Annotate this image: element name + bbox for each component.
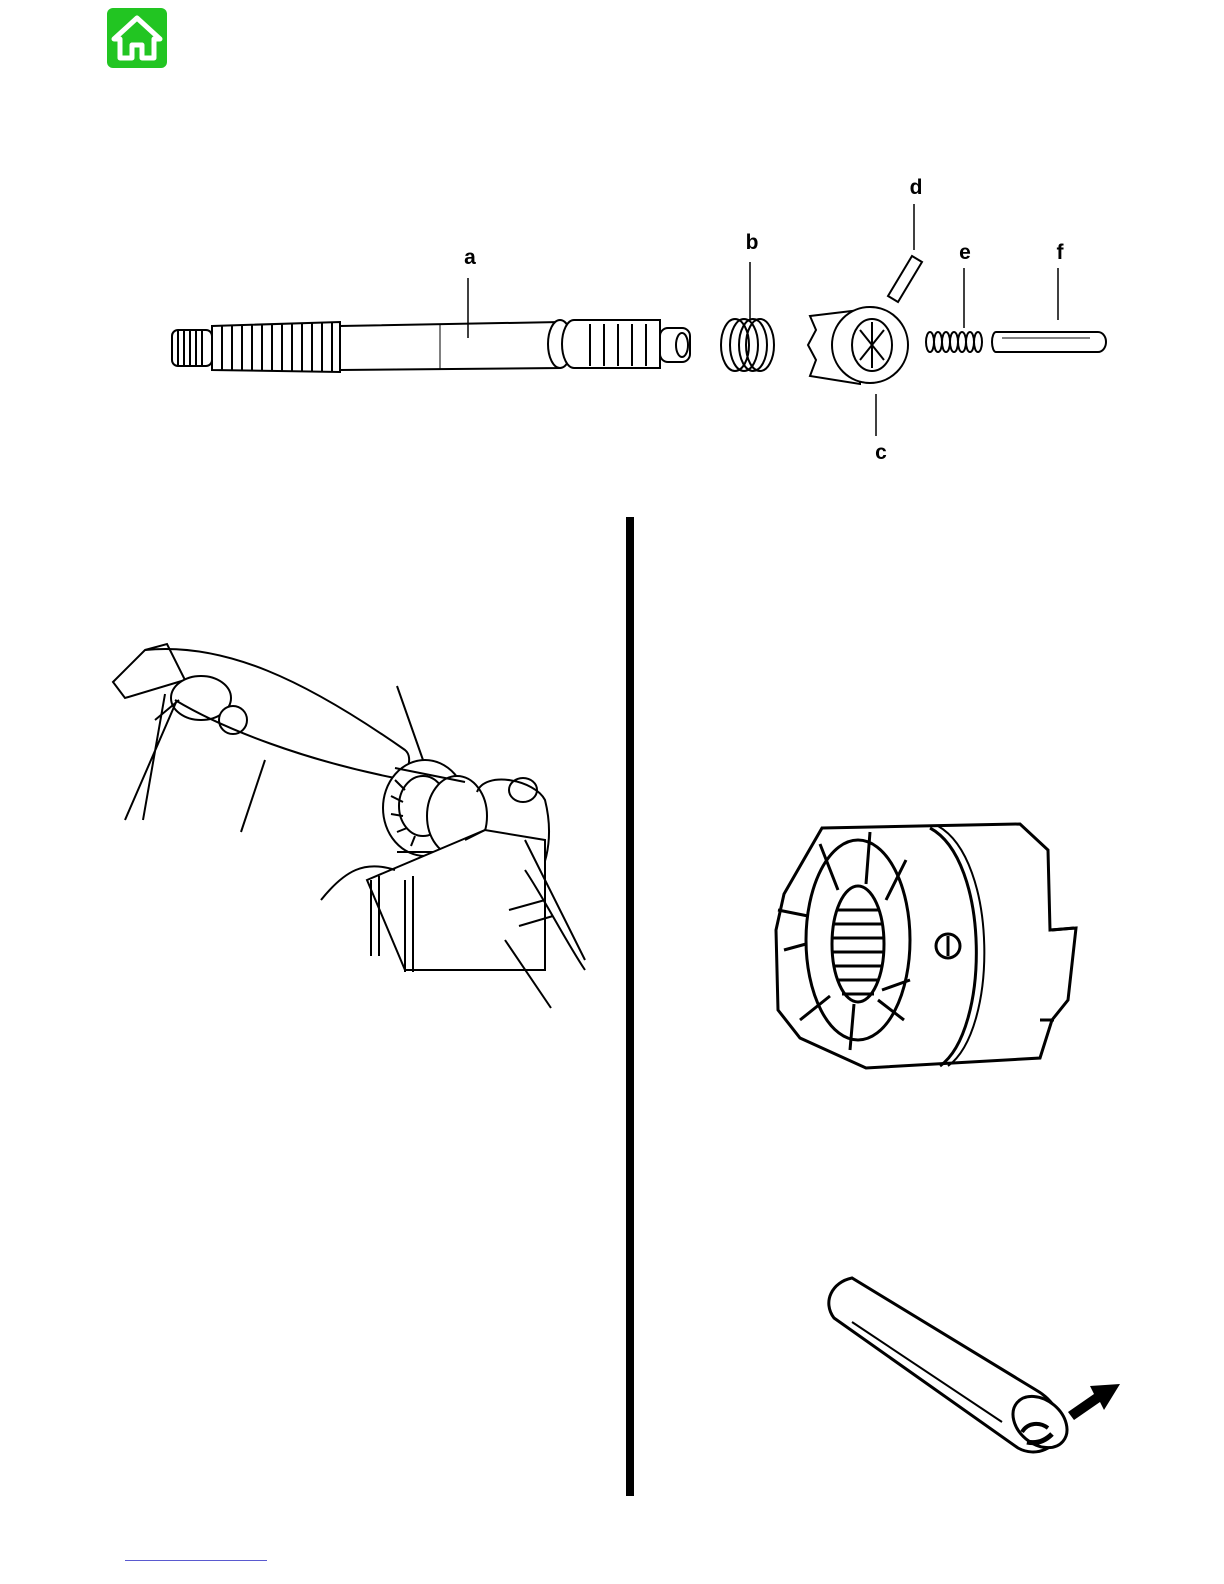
column-divider: [626, 517, 634, 1496]
label-e: e: [959, 242, 971, 263]
propeller-shaft: [340, 320, 690, 370]
label-d: d: [910, 177, 923, 198]
cross-pin: [888, 256, 922, 302]
label-a: a: [464, 247, 476, 268]
clutch-dog-illustration: [770, 820, 1080, 1075]
label-b: b: [746, 232, 759, 253]
label-c: c: [875, 442, 887, 463]
cross-pin-illustration: [822, 1272, 1128, 1462]
detent-spring: [926, 332, 982, 352]
home-button[interactable]: [107, 8, 167, 68]
label-f: f: [1057, 242, 1064, 263]
footer-link[interactable]: [125, 1548, 267, 1561]
clutch-dog: [808, 307, 908, 384]
shift-spring: [721, 319, 774, 371]
gear-removal-illustration: [105, 640, 595, 1020]
cam-follower-rod: [992, 332, 1106, 352]
arrow-icon: [1068, 1384, 1120, 1420]
shaft-thread: [172, 330, 212, 366]
shaft-splines: [212, 322, 340, 372]
exploded-view-drawing: [160, 180, 1120, 480]
home-icon: [107, 8, 167, 68]
